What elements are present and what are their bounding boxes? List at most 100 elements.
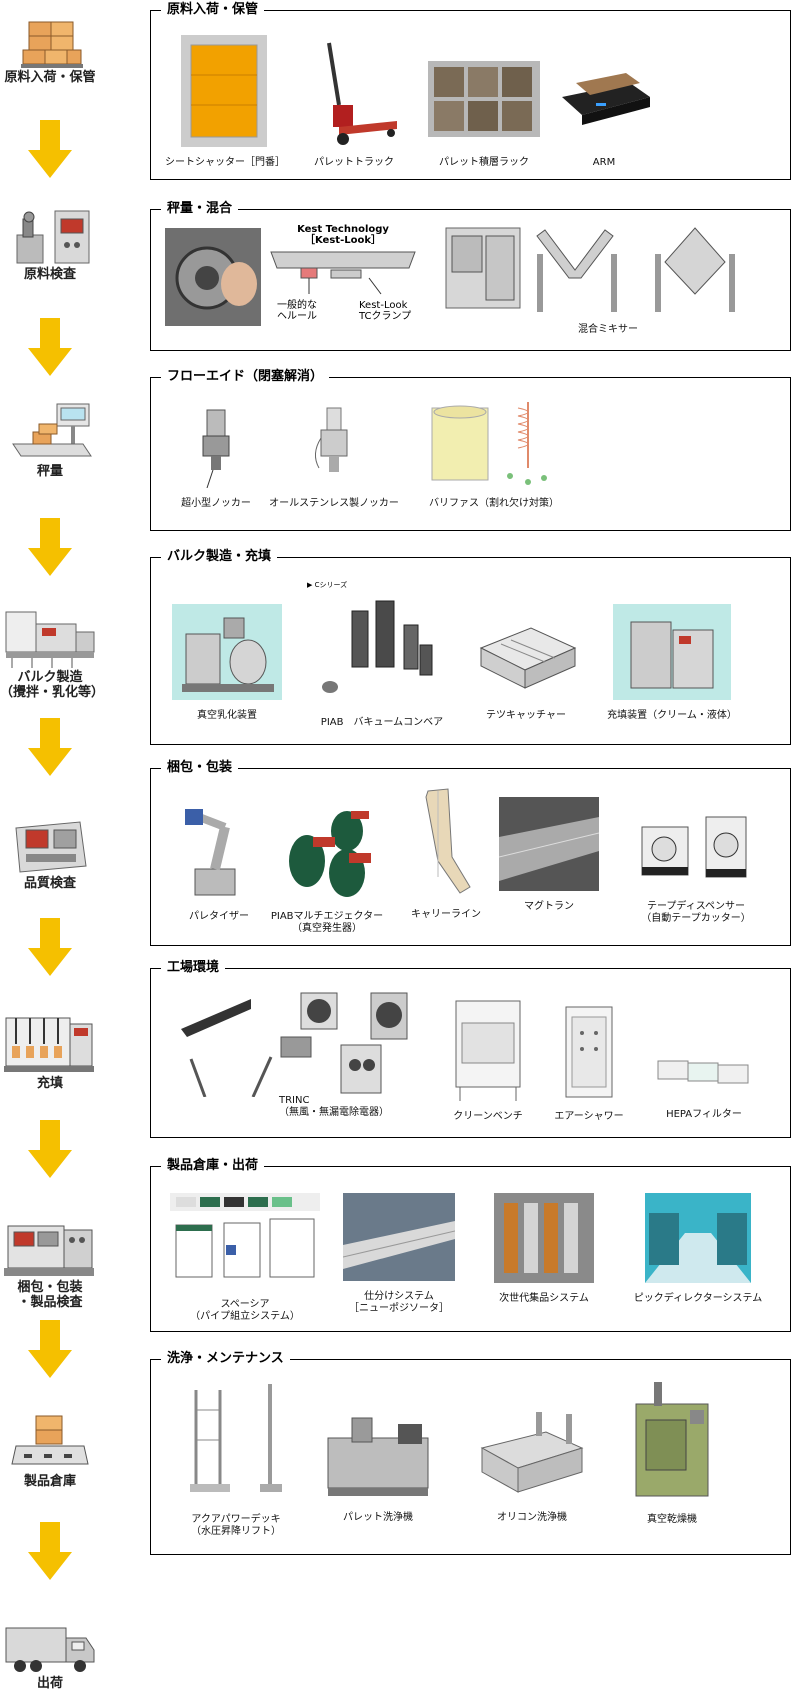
panel-factory-environment: 工場環境 TRINC （無風・無漏電除電器） クリーンベンチ エアーシャワー — [150, 959, 791, 1138]
product-tetsu-catcher[interactable]: テツキャッチャー — [461, 608, 591, 722]
item-caption: PIAB バキュームコンベア — [320, 717, 444, 728]
item-caption: シートシャッター［門番］ — [165, 157, 285, 168]
vacuum-emulsifier-image — [172, 604, 282, 700]
panel-title: 洗浄・メンテナンス — [161, 1350, 290, 1368]
product-clean-bench[interactable]: クリーンベンチ — [433, 997, 543, 1123]
step-label: 梱包・包装 ・製品検査 — [17, 1280, 83, 1310]
step-bulk-manufacturing: バルク製造 （攪拌・乳化等） — [0, 608, 104, 700]
step-raw-material-inspection: 原料検査 — [0, 205, 100, 282]
item-caption: TRINC （無風・無漏電除電器） — [279, 1095, 389, 1118]
down-arrow-icon — [28, 1120, 72, 1178]
product-filling-machine[interactable]: 充填装置（クリーム・液体） — [597, 604, 747, 722]
product-air-shower[interactable]: エアーシャワー — [539, 1003, 639, 1123]
item-caption: ピックディレクターシステム — [633, 1293, 763, 1304]
barifas-image — [431, 402, 547, 485]
product-trinc[interactable]: TRINC （無風・無漏電除電器） — [171, 989, 431, 1119]
product-vacuum-emulsifier[interactable]: 真空乳化装置 — [167, 604, 287, 722]
step-packing-inspection: 梱包・包装 ・製品検査 — [0, 1220, 100, 1310]
panel-title: 秤量・混合 — [161, 200, 239, 218]
product-piab-conveyor[interactable]: ▶ Cシリーズ PIAB バキュームコンベア — [307, 580, 457, 729]
product-next-gen-picking[interactable]: 次世代集品システム — [469, 1193, 619, 1305]
item-caption: テツキャッチャー — [486, 710, 566, 721]
item-caption: パレット洗浄機 — [343, 1512, 413, 1523]
product-pick-director[interactable]: ピックディレクターシステム — [613, 1193, 783, 1305]
down-arrow-icon — [28, 318, 72, 376]
product-pallet-rack[interactable]: パレット積層ラック — [419, 35, 549, 169]
step-raw-material-receiving: 原料入荷・保管 — [0, 8, 100, 85]
product-stainless-knocker[interactable]: オールステンレス製ノッカー — [269, 404, 399, 510]
panel-title: 製品倉庫・出荷 — [161, 1157, 265, 1175]
down-arrow-icon — [28, 120, 72, 178]
item-caption: PIABマルチエジェクター （真空発生器） — [270, 911, 384, 934]
product-pallet-truck[interactable]: パレットトラック — [299, 35, 409, 169]
item-caption: クリーンベンチ — [453, 1111, 523, 1122]
step-label: 原料入荷・保管 — [4, 70, 96, 85]
step-label: 秤量 — [36, 464, 63, 479]
next-gen-picking-image — [494, 1193, 594, 1283]
piab-conveyor-image — [322, 600, 433, 693]
step-filling: 充填 — [0, 1010, 100, 1091]
product-vacuum-dryer[interactable]: 真空乾燥機 — [607, 1380, 737, 1526]
product-tape-dispenser[interactable]: テープディスペンサー （自動テープカッター） — [621, 807, 771, 925]
kest-label-clamp: Kest-Look TCクランプ — [359, 300, 412, 322]
product-arm[interactable]: ARM — [549, 35, 659, 169]
pallet-truck-image — [327, 42, 397, 145]
product-hepa-filter[interactable]: HEPAフィルター — [641, 1029, 767, 1121]
spacea-image — [170, 1193, 320, 1278]
step-shipping: 出荷 — [0, 1622, 100, 1691]
item-caption: オリコン洗浄機 — [497, 1512, 567, 1523]
item-caption: ARM — [592, 157, 616, 168]
product-palletizer[interactable]: パレタイザー — [171, 797, 267, 923]
product-pallet-washer[interactable]: パレット洗浄機 — [313, 1408, 443, 1524]
product-piab-multi-ejector[interactable]: PIABマルチエジェクター （真空発生器） — [267, 797, 387, 935]
item-caption: 仕分けシステム ［ニューポジソータ］ — [349, 1291, 449, 1314]
cone-mixer-image — [655, 227, 735, 312]
step-label: 品質検査 — [23, 876, 76, 891]
panel-title: 梱包・包装 — [161, 759, 239, 777]
product-sheet-shutter[interactable]: シートシャッター［門番］ — [165, 35, 285, 169]
item-caption: アクアパワーデッキ （水圧昇降リフト） — [191, 1514, 281, 1537]
panel-weighing-mixing: 秤量・混合 Kest Technology ［Kest-Look］ 一般的な ヘ… — [150, 200, 791, 351]
down-arrow-icon — [28, 718, 72, 776]
warehouse-icon — [11, 1415, 89, 1465]
product-mixing-mixer[interactable]: 混合ミキサー — [531, 224, 741, 336]
step-label: 原料検査 — [23, 267, 76, 282]
step-product-warehouse: 製品倉庫 — [0, 1412, 100, 1489]
product-spacea[interactable]: スペーシア （パイプ組立システム） — [161, 1193, 329, 1323]
carry-line-image — [425, 788, 471, 894]
product-oricon-washer[interactable]: オリコン洗浄機 — [467, 1408, 597, 1524]
panel-packing: 梱包・包装 パレタイザー PIABマルチエジェクター （真空発生器） キャリーラ… — [150, 759, 791, 946]
aqua-power-deck-image — [190, 1384, 282, 1492]
item-caption: キャリーライン — [411, 909, 481, 920]
step-quality-inspection: 品質検査 — [0, 818, 100, 891]
truck-icon — [5, 1627, 95, 1672]
kest-diagram[interactable]: Kest Technology ［Kest-Look］ 一般的な ヘルール Ke… — [269, 224, 417, 330]
oricon-washer-image — [480, 1412, 584, 1493]
product-magtran[interactable]: マグトラン — [491, 797, 607, 913]
inspection-machine-icon — [16, 210, 90, 264]
product-barifas[interactable]: バリファス（割れ欠け対策） — [419, 398, 569, 510]
quality-machine-icon — [15, 821, 87, 873]
process-flow: 原料入荷・保管 原料検査 秤量 — [0, 0, 104, 1700]
item-caption: 混合ミキサー — [578, 324, 638, 335]
item-caption: テープディスペンサー （自動テープカッター） — [641, 901, 751, 924]
product-aqua-power-deck[interactable]: アクアパワーデッキ （水圧昇降リフト） — [171, 1380, 301, 1538]
item-caption: マグトラン — [524, 901, 574, 912]
clean-bench-image — [455, 1000, 521, 1101]
step-weighing: 秤量 — [0, 402, 100, 479]
item-caption: エアーシャワー — [554, 1111, 624, 1122]
product-carry-line[interactable]: キャリーライン — [393, 787, 499, 921]
filling-machine-image — [613, 604, 731, 700]
panel-title: フローエイド（閉塞解消） — [161, 368, 330, 386]
boxes-icon — [21, 21, 83, 68]
product-sorting-system[interactable]: 仕分けシステム ［ニューポジソータ］ — [329, 1193, 469, 1315]
sheet-shutter-image — [181, 35, 267, 147]
item-caption: 真空乾燥機 — [647, 1514, 697, 1525]
item-caption: スペーシア （パイプ組立システム） — [190, 1299, 300, 1322]
scale-icon — [12, 403, 92, 457]
product-micro-knocker[interactable]: 超小型ノッカー — [171, 404, 261, 510]
product-kest-photo[interactable] — [163, 228, 263, 336]
factory-icon — [5, 611, 95, 668]
panel-title: 原料入荷・保管 — [161, 1, 265, 19]
product-mixer-cabinet[interactable] — [433, 224, 533, 322]
